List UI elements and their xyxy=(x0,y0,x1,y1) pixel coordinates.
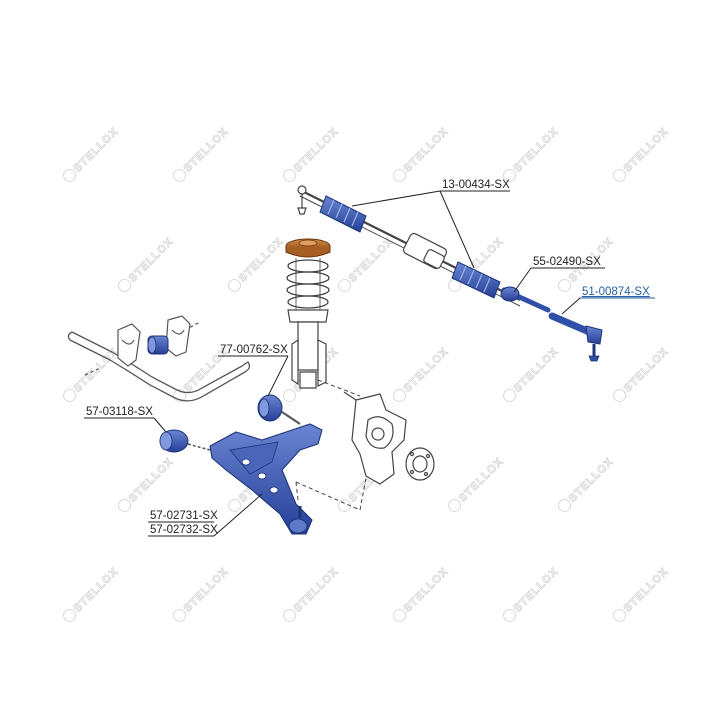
watermark-stamp: STELLOX xyxy=(283,125,341,182)
watermark-logo-icon xyxy=(613,388,627,402)
label-tie-rod-end[interactable]: 51-00874-SX xyxy=(582,286,650,298)
rack-boot-right xyxy=(451,261,501,299)
watermark-text: STELLOX xyxy=(457,455,506,504)
watermark-text: STELLOX xyxy=(622,125,671,174)
label-stabilizer-bushing[interactable]: 57-03118-SX xyxy=(86,406,153,418)
inner-tie-rod xyxy=(500,286,551,313)
watermark-text: STELLOX xyxy=(72,125,121,174)
steering-knuckle xyxy=(343,391,407,485)
watermark-stamp: STELLOX xyxy=(173,565,231,622)
watermark-stamp: STELLOX xyxy=(63,565,121,622)
watermark-logo-icon xyxy=(393,388,407,402)
lower-control-arm xyxy=(209,423,323,535)
watermark-text: STELLOX xyxy=(127,235,176,284)
watermark-logo-icon xyxy=(503,168,517,182)
watermark-stamp: STELLOX xyxy=(63,125,121,182)
arm-front-bushing xyxy=(159,429,211,453)
watermark-text: STELLOX xyxy=(292,565,341,614)
watermark-stamp: STELLOX xyxy=(613,125,671,182)
watermark-text: STELLOX xyxy=(402,565,451,614)
label-inner-tie-rod[interactable]: 55-02490-SX xyxy=(533,256,601,268)
watermark-stamp: STELLOX xyxy=(63,345,121,402)
watermark-text: STELLOX xyxy=(512,125,561,174)
leader-lines xyxy=(84,190,655,537)
watermark-logo-icon xyxy=(228,278,242,292)
watermark-logo-icon xyxy=(558,498,572,512)
watermark-stamp: STELLOX xyxy=(613,565,671,622)
coil-spring xyxy=(286,258,330,310)
watermark-logo-icon xyxy=(558,278,572,292)
watermark-text: STELLOX xyxy=(237,235,286,284)
watermark-stamp: STELLOX xyxy=(393,125,451,182)
label-steering-rack[interactable]: 13-00434-SX xyxy=(442,179,510,191)
watermark-logo-icon xyxy=(503,608,517,622)
watermark-stamp: STELLOX xyxy=(503,125,561,182)
watermark-stamp: STELLOX xyxy=(613,345,671,402)
watermark-logo-icon xyxy=(613,168,627,182)
watermark-logo-icon xyxy=(503,388,517,402)
watermark-text: STELLOX xyxy=(512,565,561,614)
watermark-stamp: STELLOX xyxy=(393,565,451,622)
strut-mount xyxy=(285,238,331,258)
watermark-text: STELLOX xyxy=(127,455,176,504)
watermark-logo-icon xyxy=(393,168,407,182)
watermark-text: STELLOX xyxy=(622,345,671,394)
watermark-logo-icon xyxy=(118,278,132,292)
watermark-layer: STELLOX STELLOX STELLOX STELLOX STELLOX STELL… xyxy=(63,125,671,622)
watermark-text: STELLOX xyxy=(182,125,231,174)
watermark-stamp: STELLOX xyxy=(338,235,396,292)
label-control-arm-right[interactable]: 57-02732-SX xyxy=(150,524,218,536)
tie-rod-end xyxy=(548,312,603,362)
watermark-logo-icon xyxy=(283,388,297,402)
label-control-arm-left[interactable]: 57-02731-SX xyxy=(150,510,218,522)
watermark-logo-icon xyxy=(228,498,242,512)
watermark-stamp: STELLOX xyxy=(503,345,561,402)
watermark-logo-icon xyxy=(63,168,77,182)
watermark-text: STELLOX xyxy=(72,565,121,614)
label-strut-bushing[interactable]: 77-00762-SX xyxy=(220,344,288,356)
watermark-logo-icon xyxy=(173,168,187,182)
assembly-lines xyxy=(295,379,367,511)
watermark-text: STELLOX xyxy=(182,565,231,614)
watermark-stamp: STELLOX xyxy=(558,455,616,512)
watermark-stamp: STELLOX xyxy=(173,125,231,182)
watermark-text: STELLOX xyxy=(402,345,451,394)
watermark-logo-icon xyxy=(63,608,77,622)
watermark-text: STELLOX xyxy=(512,345,561,394)
watermark-logo-icon xyxy=(393,608,407,622)
watermark-logo-icon xyxy=(448,498,462,512)
watermark-logo-icon xyxy=(338,498,352,512)
watermark-stamp: STELLOX xyxy=(118,455,176,512)
rack-boot-left xyxy=(319,195,367,233)
watermark-stamp: STELLOX xyxy=(118,235,176,292)
watermark-logo-icon xyxy=(283,168,297,182)
watermark-text: STELLOX xyxy=(347,235,396,284)
watermark-stamp: STELLOX xyxy=(283,565,341,622)
watermark-logo-icon xyxy=(173,608,187,622)
watermark-logo-icon xyxy=(613,608,627,622)
watermark-text: STELLOX xyxy=(402,125,451,174)
watermark-stamp: STELLOX xyxy=(448,455,506,512)
watermark-logo-icon xyxy=(338,278,352,292)
watermark-stamp: STELLOX xyxy=(393,345,451,402)
wheel-hub xyxy=(405,447,435,481)
watermark-logo-icon xyxy=(283,608,297,622)
strut-body xyxy=(287,309,329,389)
watermark-stamp: STELLOX xyxy=(503,565,561,622)
watermark-logo-icon xyxy=(63,388,77,402)
watermark-text: STELLOX xyxy=(622,565,671,614)
stabilizer-bushing-top xyxy=(147,335,169,355)
watermark-logo-icon xyxy=(173,388,187,402)
watermark-text: STELLOX xyxy=(567,455,616,504)
watermark-stamp: STELLOX xyxy=(228,235,286,292)
watermark-text: STELLOX xyxy=(292,125,341,174)
watermark-logo-icon xyxy=(118,498,132,512)
strut-bar-bushing xyxy=(257,394,301,425)
stabilizer-brackets xyxy=(117,315,191,367)
